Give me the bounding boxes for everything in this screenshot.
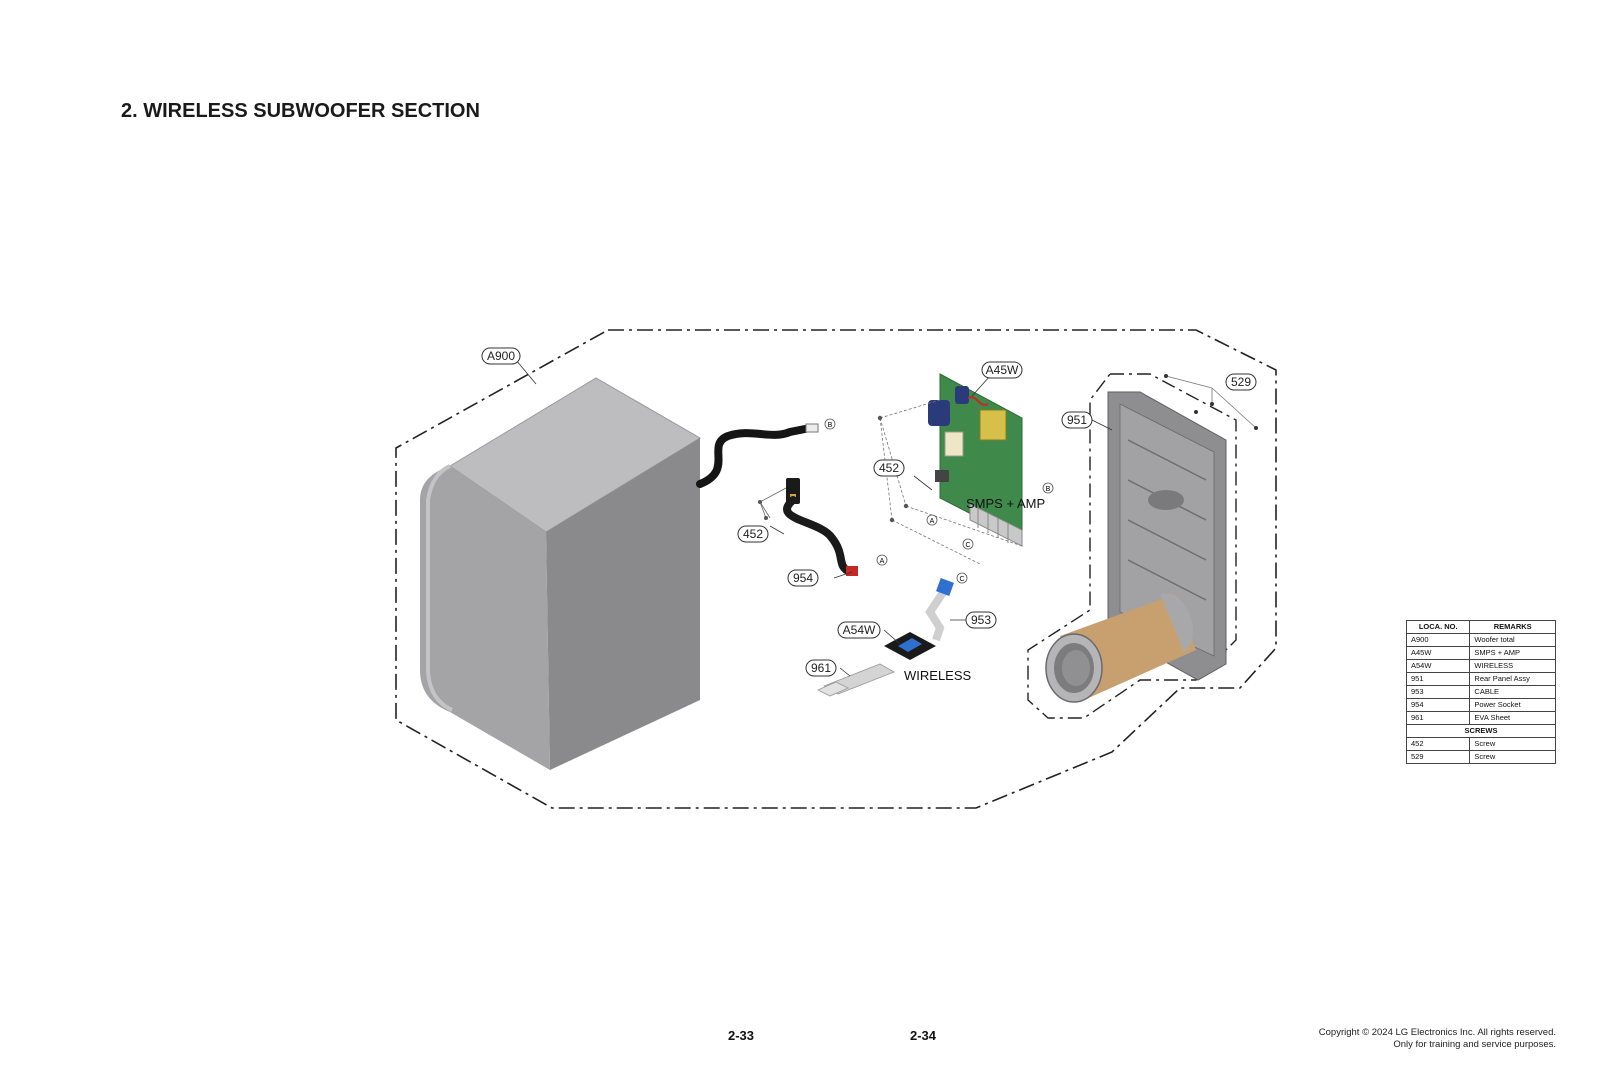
flat-cable-953: [925, 578, 954, 642]
section-title: 2. WIRELESS SUBWOOFER SECTION: [121, 100, 480, 122]
svg-text:B: B: [1046, 486, 1051, 493]
svg-text:452: 452: [879, 461, 899, 475]
parts-table: LOCA. NO. REMARKS A900 Woofer total A45W…: [1405, 620, 1556, 764]
row-loc: 529: [1405, 750, 1471, 764]
label-smps-amp: SMPS + AMP: [966, 496, 1045, 511]
eva-sheet-961: [817, 663, 895, 697]
header-loca-no: LOCA. NO.: [1405, 620, 1471, 634]
table-row: A45W SMPS + AMP: [1405, 646, 1556, 660]
svg-text:C: C: [965, 542, 970, 549]
connector-b-board: B: [1042, 482, 1054, 494]
row-loc: 961: [1405, 711, 1471, 725]
svg-text:961: 961: [811, 661, 831, 675]
screw-452-left: [758, 487, 787, 520]
callout-954: 954: [787, 569, 819, 587]
svg-text:A54W: A54W: [843, 623, 876, 637]
screws-header-row: SCREWS: [1406, 724, 1556, 738]
table-row: 954 Power Socket: [1405, 698, 1556, 712]
callout-452-top: 452: [873, 459, 905, 477]
table-row: A54W WIRELESS: [1405, 659, 1556, 673]
rear-panel-951: [1045, 391, 1227, 703]
table-row: 452 Screw: [1405, 737, 1556, 751]
row-remark: WIRELESS: [1469, 659, 1556, 673]
callout-a54w: A54W: [837, 621, 881, 639]
power-cable-connector: [805, 423, 819, 433]
row-loc: 954: [1405, 698, 1471, 712]
svg-text:954: 954: [793, 571, 813, 585]
table-row: 953 CABLE: [1405, 685, 1556, 699]
row-remark: Power Socket: [1469, 698, 1556, 712]
row-loc: A54W: [1405, 659, 1471, 673]
page-number-left: 2-33: [728, 1028, 755, 1043]
assembly-boundary: [395, 329, 1277, 809]
smps-amp-board: [928, 373, 1023, 547]
wireless-module-a54w: [884, 632, 936, 660]
row-remark: SMPS + AMP: [1469, 646, 1556, 660]
svg-text:452: 452: [743, 527, 763, 541]
svg-text:953: 953: [971, 613, 991, 627]
row-loc: A900: [1405, 633, 1471, 647]
row-remark: Woofer total: [1469, 633, 1556, 647]
header-remarks: REMARKS: [1469, 620, 1556, 634]
label-wireless: WIRELESS: [904, 668, 972, 683]
page-number-right: 2-34: [910, 1028, 937, 1043]
rear-panel-boundary: [1027, 373, 1237, 719]
row-loc: 951: [1405, 672, 1471, 686]
table-row: 961 EVA Sheet: [1405, 711, 1556, 725]
copyright-line-2: Only for training and service purposes.: [1393, 1039, 1556, 1050]
callout-a900: A900: [481, 347, 521, 365]
table-row: 529 Screw: [1405, 750, 1556, 764]
svg-text:A900: A900: [487, 349, 515, 363]
row-loc: 452: [1405, 737, 1471, 751]
woofer-cabinet: [420, 377, 701, 770]
svg-text:C: C: [959, 576, 964, 583]
row-remark: CABLE: [1469, 685, 1556, 699]
row-remark: EVA Sheet: [1469, 711, 1556, 725]
svg-text:951: 951: [1067, 413, 1087, 427]
svg-text:529: 529: [1231, 375, 1251, 389]
row-loc: 953: [1405, 685, 1471, 699]
connector-a-board: A: [926, 514, 938, 526]
row-remark: Screw: [1469, 737, 1556, 751]
callout-951: 951: [1061, 411, 1093, 429]
connector-c-cable: C: [956, 572, 968, 584]
callout-961: 961: [805, 659, 837, 677]
connector-c-board: C: [962, 538, 974, 550]
callout-452-left: 452: [737, 525, 769, 543]
svg-text:A45W: A45W: [986, 363, 1019, 377]
svg-text:A: A: [880, 558, 885, 565]
table-row: 951 Rear Panel Assy: [1405, 672, 1556, 686]
connector-b-cable: B: [824, 418, 836, 430]
screws-529: [1164, 374, 1258, 430]
copyright-notice: Copyright © 2024 LG Electronics Inc. All…: [1319, 1027, 1556, 1051]
power-cable: [696, 424, 814, 488]
power-socket-954: [783, 478, 858, 576]
svg-text:A: A: [930, 518, 935, 525]
connector-a-cable: A: [876, 554, 888, 566]
row-remark: Rear Panel Assy: [1469, 672, 1556, 686]
callout-529: 529: [1225, 373, 1257, 391]
callout-a45w: A45W: [981, 361, 1023, 379]
callout-953: 953: [965, 611, 997, 629]
screws-header: SCREWS: [1406, 724, 1556, 738]
svg-text:B: B: [828, 422, 833, 429]
table-row: A900 Woofer total: [1405, 633, 1556, 647]
copyright-line-1: Copyright © 2024 LG Electronics Inc. All…: [1318, 1027, 1556, 1038]
row-loc: A45W: [1405, 646, 1471, 660]
row-remark: Screw: [1469, 750, 1556, 764]
